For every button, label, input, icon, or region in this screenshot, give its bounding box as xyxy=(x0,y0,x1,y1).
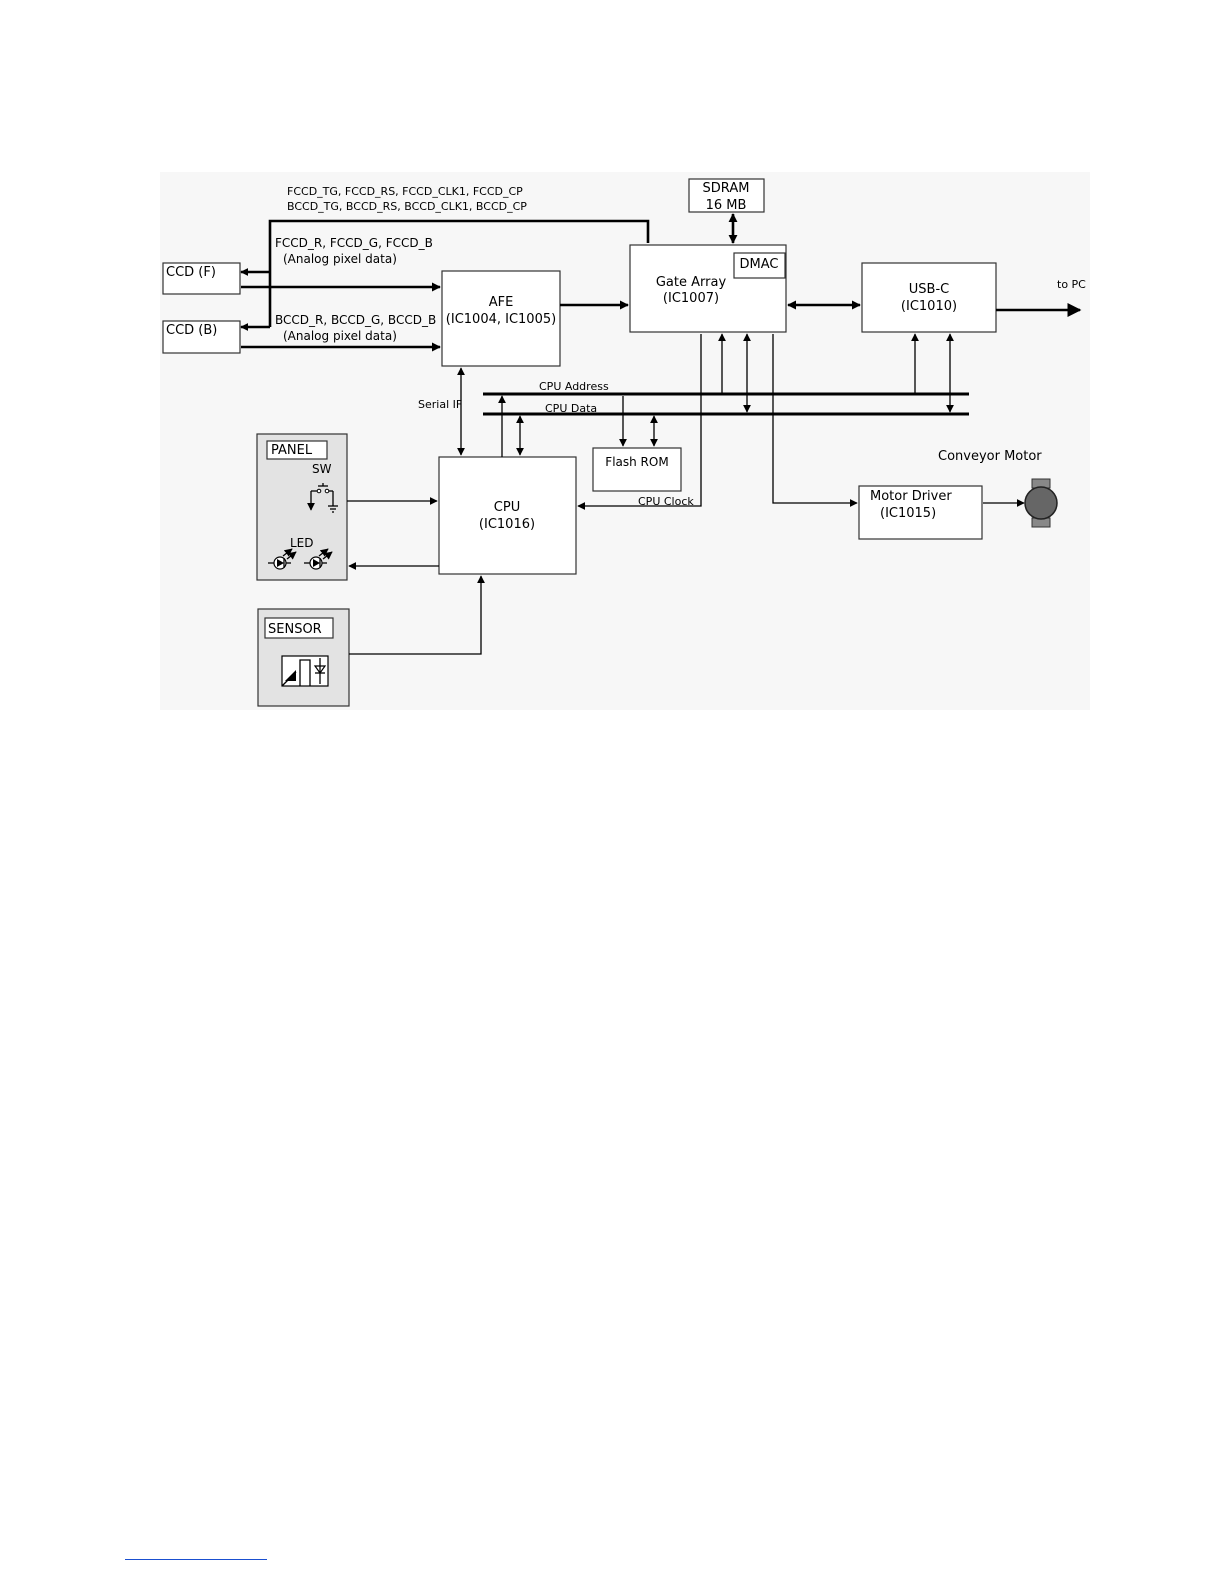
motor-driver-block: Motor Driver (IC1015) xyxy=(858,485,983,540)
sensor-label: SENSOR xyxy=(268,622,322,637)
back-pixels-note: (Analog pixel data) xyxy=(283,329,397,343)
usb-c-block: USB-C (IC1010) xyxy=(861,262,997,333)
afe-title: AFE xyxy=(489,295,514,310)
motor-driver-ic: (IC1015) xyxy=(880,506,936,521)
sensor-to-cpu-arrow xyxy=(349,575,485,655)
switch-icon xyxy=(307,483,338,513)
cpu-data-label: CPU Data xyxy=(545,402,597,415)
afe-ic: (IC1004, IC1005) xyxy=(446,312,556,327)
sw-label: SW xyxy=(312,462,332,476)
led-icon xyxy=(268,548,333,570)
usb-c-title: USB-C xyxy=(909,282,949,297)
ccd-control-bus xyxy=(240,219,650,331)
cpu-ic: (IC1016) xyxy=(479,517,535,532)
control-signals-line1: FCCD_TG, FCCD_RS, FCCD_CLK1, FCCD_CP xyxy=(287,185,523,198)
cpu-address-label: CPU Address xyxy=(539,380,609,393)
conveyor-motor-label: Conveyor Motor xyxy=(938,449,1042,464)
dmac-label: DMAC xyxy=(740,257,779,272)
panel-label: PANEL xyxy=(271,443,313,458)
afe-block: AFE (IC1004, IC1005) xyxy=(441,270,561,367)
cpu-clock-line xyxy=(577,334,702,510)
gate-array-title: Gate Array xyxy=(656,275,727,290)
cpu-title: CPU xyxy=(494,500,520,515)
sdram-line1: SDRAM xyxy=(703,181,750,196)
front-pixels-note: (Analog pixel data) xyxy=(283,252,397,266)
photo-sensor-icon xyxy=(281,655,329,687)
flash-rom-label: Flash ROM xyxy=(605,455,668,469)
serial-if-label: Serial IF xyxy=(418,398,462,411)
led-label: LED xyxy=(290,536,314,550)
cpu-block: CPU (IC1016) xyxy=(438,456,577,575)
flash-rom-block: Flash ROM xyxy=(592,447,682,492)
back-pixels-label: BCCD_R, BCCD_G, BCCD_B xyxy=(275,313,436,327)
ccd-b-block: CCD (B) xyxy=(162,320,241,354)
gate-array-ic: (IC1007) xyxy=(663,291,719,306)
panel-block: PANEL SW LED xyxy=(256,433,348,581)
sdram-block: SDRAM 16 MB xyxy=(688,178,765,213)
sdram-line2: 16 MB xyxy=(706,198,747,213)
ccd-b-label: CCD (B) xyxy=(166,323,217,338)
ccd-f-block: CCD (F) xyxy=(162,262,241,295)
cpu-clock-label: CPU Clock xyxy=(638,495,694,508)
footnote-rule xyxy=(125,1559,267,1560)
control-signals-line2: BCCD_TG, BCCD_RS, BCCD_CLK1, BCCD_CP xyxy=(287,200,527,213)
ccd-f-label: CCD (F) xyxy=(166,265,216,280)
usb-c-ic: (IC1010) xyxy=(901,299,957,314)
to-pc-label: to PC xyxy=(1057,278,1086,291)
gate-array-block: Gate Array (IC1007) DMAC xyxy=(629,244,787,333)
motor-control-line xyxy=(772,334,858,507)
motor-icon xyxy=(1024,478,1058,528)
front-pixels-label: FCCD_R, FCCD_G, FCCD_B xyxy=(275,236,433,250)
motor-driver-title: Motor Driver xyxy=(870,489,952,504)
